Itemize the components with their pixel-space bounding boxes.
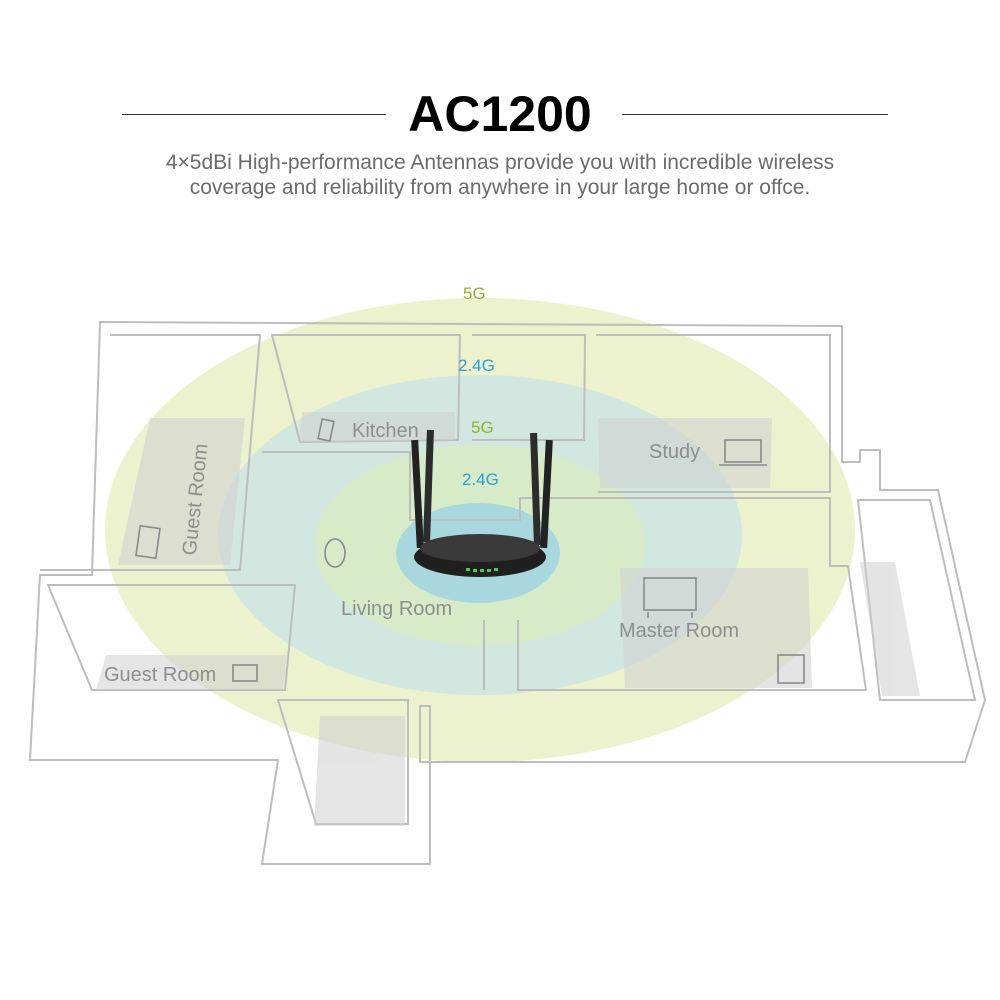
bed-icon bbox=[135, 524, 161, 560]
band-label-24g-outer: 2.4G bbox=[458, 356, 495, 375]
subtitle-line-1: 4×5dBi High-performance Antennas provide… bbox=[165, 151, 835, 174]
room-label-guest-room-bottom: Guest Room bbox=[104, 664, 217, 686]
title-rule-left bbox=[122, 114, 386, 115]
laptop-icon bbox=[719, 439, 767, 466]
inner-wall-3 bbox=[472, 334, 587, 441]
inner-wall-1 bbox=[40, 334, 262, 571]
furniture bbox=[135, 418, 805, 684]
page-title: AC1200 bbox=[408, 86, 592, 142]
antenna-3 bbox=[530, 432, 541, 546]
band-label-5g-inner: 5G bbox=[471, 418, 494, 437]
floor-kitchen bbox=[300, 412, 455, 442]
inner-wall-5 bbox=[262, 451, 868, 691]
room-floors bbox=[96, 412, 920, 826]
room-label-living-room: Living Room bbox=[341, 598, 453, 620]
router-leds bbox=[466, 568, 498, 572]
subtitle-line-2: coverage and reliability from anywhere i… bbox=[189, 176, 811, 199]
antenna-2 bbox=[423, 429, 434, 543]
lamp-icon bbox=[324, 538, 346, 568]
floor-master bbox=[620, 568, 812, 688]
inner-wall-2 bbox=[270, 334, 462, 444]
title-rule-right bbox=[622, 114, 888, 115]
floor-study bbox=[598, 418, 772, 488]
router-icon bbox=[411, 429, 553, 577]
inner-wall-8 bbox=[276, 699, 409, 825]
page-subtitle: 4×5dBi High-performance Antennas provide… bbox=[100, 150, 900, 200]
floor-corridor bbox=[314, 716, 405, 826]
outer-wall-top bbox=[28, 320, 987, 865]
band-label-24g-inner: 2.4G bbox=[462, 470, 499, 489]
room-label-master-room: Master Room bbox=[619, 620, 740, 642]
antenna-1 bbox=[411, 439, 424, 549]
inner-wall-6 bbox=[46, 584, 297, 691]
floor-right-strip bbox=[860, 562, 920, 696]
floor-guest-room-left bbox=[118, 418, 245, 565]
router-top bbox=[420, 534, 540, 562]
band-label-5g-outer: 5G bbox=[463, 284, 486, 303]
antenna-4 bbox=[540, 439, 553, 549]
title-row: AC1200 bbox=[0, 82, 1000, 146]
inner-wall-4 bbox=[596, 334, 831, 493]
cabinet-icon bbox=[317, 418, 335, 442]
frame-icon bbox=[232, 664, 258, 682]
room-label-kitchen: Kitchen bbox=[352, 420, 419, 442]
desk-icon bbox=[777, 654, 805, 684]
tv-icon bbox=[643, 577, 697, 618]
room-label-study: Study bbox=[649, 441, 701, 463]
